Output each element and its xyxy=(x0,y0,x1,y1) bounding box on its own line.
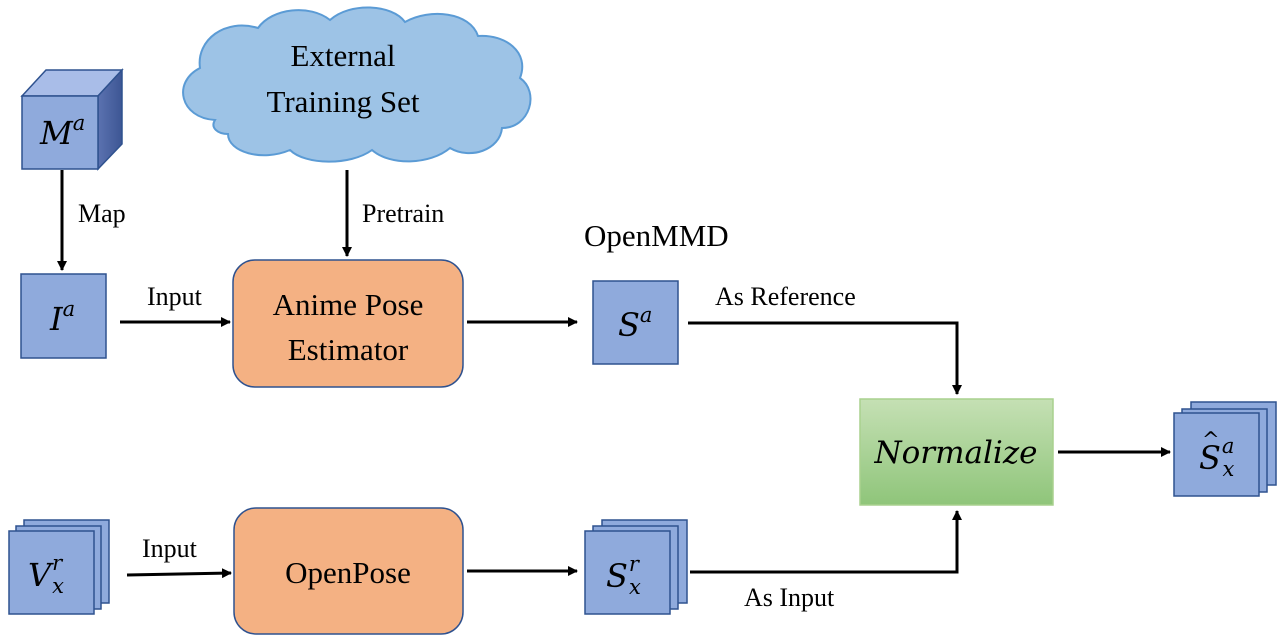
arrow-as-input xyxy=(690,510,962,574)
pretrain-label: Pretrain xyxy=(362,199,444,228)
s-a-rect xyxy=(592,280,679,365)
input-bottom-label: Input xyxy=(142,534,198,563)
external-training-set-cloud: External Training Set xyxy=(182,6,532,163)
i-a-symbol: Ia xyxy=(49,297,75,338)
as-reference-label: As Reference xyxy=(715,282,856,311)
cloud-label-line2: Training Set xyxy=(266,84,419,119)
openpose-rect xyxy=(233,507,464,635)
s-a-symbol: Sa xyxy=(618,303,652,344)
cloud-shape xyxy=(182,6,532,163)
i-a-rect xyxy=(20,273,107,359)
input-top-label: Input xyxy=(147,282,203,311)
as-input-label: As Input xyxy=(744,583,835,612)
i-a-box: Ia xyxy=(20,273,107,359)
normalize-rect xyxy=(859,398,1054,506)
cube-front-face xyxy=(21,95,99,170)
map-label: Map xyxy=(78,199,126,228)
stack-layer-front xyxy=(584,530,671,615)
anime-pose-estimator-rect xyxy=(232,259,464,388)
m-a-symbol: Ma xyxy=(39,111,85,152)
openmmd-label: OpenMMD xyxy=(584,218,729,253)
anime-pose-estimator-line1: Anime Pose xyxy=(273,287,424,322)
stack-layer-front xyxy=(1173,412,1260,497)
openpose-label: OpenPose xyxy=(285,555,411,590)
s-a-box: Sa xyxy=(592,280,679,365)
normalize-box: Normalize xyxy=(859,398,1054,506)
normalize-label: Normalize xyxy=(874,435,1038,471)
arrow-input-bottom xyxy=(126,568,232,579)
arrow-as-reference xyxy=(688,321,962,395)
anime-pose-estimator-box: Anime Pose Estimator xyxy=(232,259,464,388)
s-hat-accent: ^ xyxy=(1202,428,1220,452)
cloud-label-line1: External xyxy=(290,38,395,73)
m-a-cube: Ma xyxy=(20,68,124,171)
openpose-box: OpenPose xyxy=(233,507,464,635)
anime-pose-estimator-line2: Estimator xyxy=(288,332,409,367)
stack-layer-front xyxy=(8,530,95,615)
